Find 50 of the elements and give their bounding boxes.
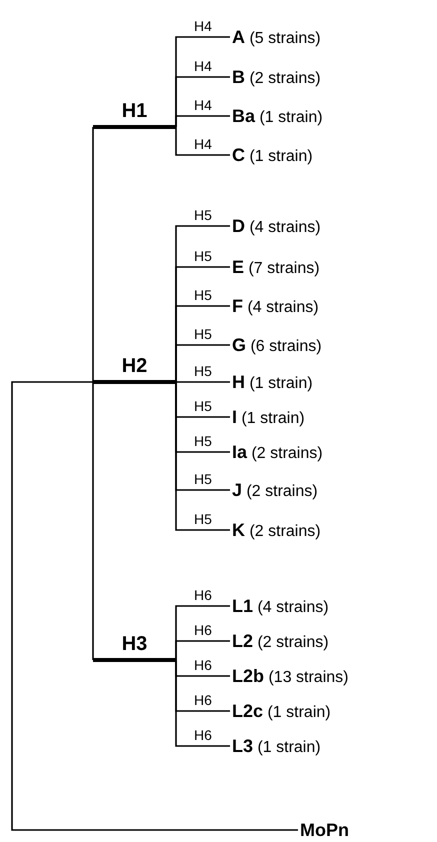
tree-branch-line (92, 381, 94, 661)
tree-branch-line (175, 659, 230, 747)
tree-branch-line (175, 640, 230, 661)
tree-branch-line (92, 126, 94, 383)
leaf-label: J (2 strains) (232, 479, 318, 503)
leaf-label: G (6 strains) (232, 334, 322, 358)
clade-branch: H2 (93, 352, 176, 384)
edge-label: H6 (194, 692, 212, 708)
edge-label: H5 (194, 287, 212, 303)
leaf-label: A (5 strains) (232, 26, 321, 50)
edge-label: H4 (194, 18, 212, 34)
leaf-label: Ia (2 strains) (232, 441, 323, 465)
leaf-label: L2c (1 strain) (232, 700, 331, 724)
edge-label: H5 (194, 363, 212, 379)
edge-label: H5 (194, 326, 212, 342)
edge-label: H5 (194, 471, 212, 487)
tree-branch-line (175, 381, 230, 383)
leaf-label: L2b (13 strains) (232, 665, 348, 689)
leaf-label: K (2 strains) (232, 519, 321, 543)
leaf-label: Ba (1 strain) (232, 105, 323, 129)
edge-label: H6 (194, 727, 212, 743)
edge-label: H6 (194, 657, 212, 673)
edge-label: H5 (194, 511, 212, 527)
leaf-label: B (2 strains) (232, 66, 321, 90)
edge-label: H6 (194, 622, 212, 638)
edge-label: H6 (194, 587, 212, 603)
edge-label: H4 (194, 58, 212, 74)
clade-branch: H1 (93, 97, 176, 129)
leaf-label: H (1 strain) (232, 371, 313, 395)
edge-label: H5 (194, 398, 212, 414)
leaf-label: I (1 strain) (232, 406, 305, 430)
leaf-label: E (7 strains) (232, 256, 320, 280)
tree-branch-line (175, 115, 230, 128)
leaf-label: L2 (2 strains) (232, 630, 329, 654)
tree-branch-line (175, 381, 230, 531)
tree-branch-line (175, 126, 230, 156)
leaf-label: F (4 strains) (232, 295, 319, 319)
leaf-label: L1 (4 strains) (232, 595, 329, 619)
leaf-label: MoPn (300, 819, 349, 842)
leaf-label: L3 (1 strain) (232, 735, 321, 759)
leaf-label: D (4 strains) (232, 215, 321, 239)
edge-label: H5 (194, 248, 212, 264)
leaf-label: C (1 strain) (232, 144, 313, 168)
clade-branch: H3 (93, 630, 176, 662)
tree-branch-line (11, 381, 298, 831)
tree-branch-line (175, 344, 230, 383)
edge-label: H5 (194, 433, 212, 449)
edge-label: H5 (194, 207, 212, 223)
edge-label: H4 (194, 136, 212, 152)
edge-label: H4 (194, 97, 212, 113)
